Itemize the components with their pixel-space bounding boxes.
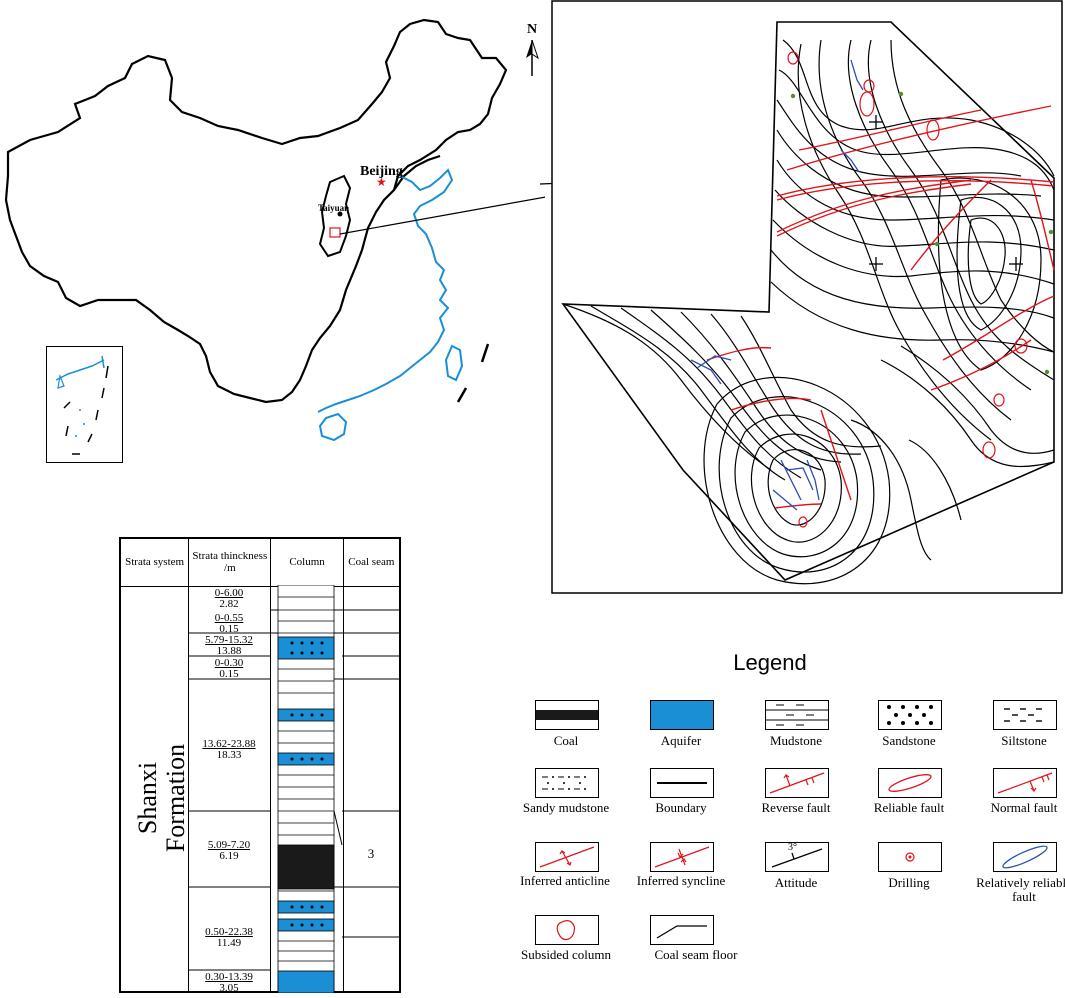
north-label: N	[526, 22, 538, 37]
coal-symbol	[535, 700, 599, 730]
legend-inferred-anticline: Inferred anticline	[520, 873, 610, 888]
layer-5-range: 13.62-23.88	[202, 738, 256, 750]
faults	[706, 105, 1055, 509]
header-strata-system: Strata system	[119, 537, 190, 587]
coal-seam-number: 3	[367, 846, 375, 861]
beijing-label: Beijing	[360, 164, 403, 179]
china-border	[4, 18, 508, 404]
sandy-mudstone-symbol	[535, 768, 599, 798]
formation-name: Shanxi Formation	[133, 743, 190, 853]
taiwan-island	[444, 344, 464, 382]
strata-system-cell	[119, 585, 190, 993]
layer-4-range: 0-0.30	[214, 657, 244, 669]
coal-seam-cell	[342, 585, 401, 993]
reliable-fault-symbol	[878, 768, 942, 798]
study-area-boundary	[561, 21, 1055, 581]
legend-coal-seam-floor: Coal seam floor	[654, 947, 738, 962]
legend-inferred-syncline: Inferred syncline	[636, 873, 726, 888]
attitude-angle: 3°	[788, 842, 797, 853]
north-arrow-icon: N	[522, 22, 542, 82]
attitude-symbol	[765, 842, 829, 872]
layer-8-range: 0.30-13.39	[205, 971, 253, 983]
subsided-columns	[787, 51, 1028, 528]
legend-title: Legend	[733, 650, 807, 675]
layer-7-avg: 11.49	[216, 937, 242, 949]
legend-reverse-fault: Reverse fault	[761, 800, 831, 815]
siltstone-symbol	[993, 700, 1057, 730]
layer-7-range: 0.50-22.38	[205, 926, 253, 938]
legend-siltstone: Siltstone	[1001, 733, 1047, 748]
legend-normal-fault: Normal fault	[990, 800, 1058, 815]
header-thickness: Strata thinckness /m	[188, 537, 272, 587]
layer-5-avg: 18.33	[216, 749, 242, 761]
coastline	[317, 168, 454, 413]
legend-aquifer: Aquifer	[660, 733, 702, 748]
study-area-box	[329, 227, 341, 238]
legend-sandy-mudstone: Sandy mudstone	[522, 800, 610, 815]
layer-1-range: 0-6.00	[214, 587, 244, 599]
legend-attitude: Attitude	[774, 875, 818, 890]
formation-label: Shanxi Formation	[132, 700, 192, 880]
legend-reliable-fault: Reliable fault	[873, 800, 945, 815]
layer-2-avg: 0.15	[219, 623, 239, 635]
boundary-symbol	[650, 768, 714, 798]
layer-3-avg: 13.88	[216, 645, 242, 657]
thickness-cell	[188, 585, 272, 993]
subsided-column-symbol	[535, 915, 599, 945]
strata-column-graphic	[188, 585, 400, 993]
legend-drilling: Drilling	[888, 875, 930, 890]
legend-coal: Coal	[553, 733, 579, 748]
legend-boundary: Boundary	[655, 800, 707, 815]
hainan-island	[318, 412, 348, 442]
beijing-star-icon: ★	[376, 175, 387, 189]
legend-mudstone: Mudstone	[770, 733, 822, 748]
coal-seam-floor-symbol	[650, 915, 714, 945]
legend-sandstone: Sandstone	[882, 733, 936, 748]
layer-1-avg: 2.82	[219, 598, 239, 610]
aquifer-symbol	[650, 700, 714, 730]
inferred-syncline-symbol	[650, 842, 714, 872]
china-overview-map: ★	[4, 18, 545, 442]
layer-4-avg: 0.15	[219, 668, 239, 680]
mudstone-symbol	[765, 700, 829, 730]
relatively-reliable-fault-symbol	[993, 842, 1057, 872]
legend-subsided-column: Subsided column	[521, 947, 611, 962]
shanxi-province	[318, 174, 352, 258]
boundary-dash	[480, 343, 490, 363]
northeast-border	[393, 154, 441, 191]
layer-8-avg: 3.05	[219, 982, 239, 994]
boundary-dash	[456, 387, 468, 403]
legend-relatively-reliable-fault: Relatively reliable fault	[976, 875, 1065, 904]
relatively-reliable-faults	[690, 59, 864, 511]
header-coal-seam: Coal seam	[342, 537, 401, 587]
sandstone-symbol	[878, 700, 942, 730]
inferred-anticline-symbol	[535, 842, 599, 872]
normal-fault-symbol	[993, 768, 1057, 798]
header-column: Column	[270, 537, 344, 587]
drilling-symbol	[878, 842, 942, 872]
grid-crosses	[869, 115, 1023, 271]
detail-contour-map	[551, 0, 1063, 594]
layer-3-range: 5.79-15.32	[205, 634, 253, 646]
reverse-fault-symbol	[765, 768, 829, 798]
layer-6-range: 5.09-7.20	[207, 839, 251, 851]
drilling-points	[790, 91, 1054, 375]
pointer-arrow	[339, 196, 545, 235]
detail-frame	[551, 0, 1063, 594]
south-china-sea-inset	[46, 346, 123, 463]
taiyuan-marker	[337, 211, 343, 217]
layer-6-avg: 6.19	[219, 850, 239, 862]
taiyuan-label: Taiyuan	[318, 203, 350, 213]
layer-2-range: 0-0.55	[214, 612, 244, 624]
